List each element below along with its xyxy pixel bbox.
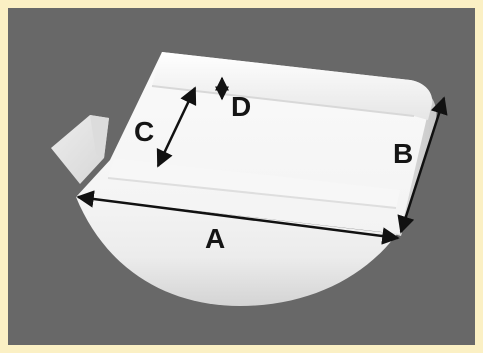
label-d: D <box>231 91 251 122</box>
side-tab <box>51 115 109 184</box>
dimension-arrow-a <box>76 190 400 245</box>
label-b: B <box>393 138 413 169</box>
dimension-diagram: A B C D <box>51 52 448 306</box>
label-c: C <box>134 116 154 147</box>
diagram-canvas: A B C D <box>8 8 475 345</box>
label-a: A <box>205 223 225 254</box>
dimension-arrow-c <box>156 86 197 168</box>
back-ridge <box>152 52 433 120</box>
dimension-arrow-b <box>397 96 448 234</box>
